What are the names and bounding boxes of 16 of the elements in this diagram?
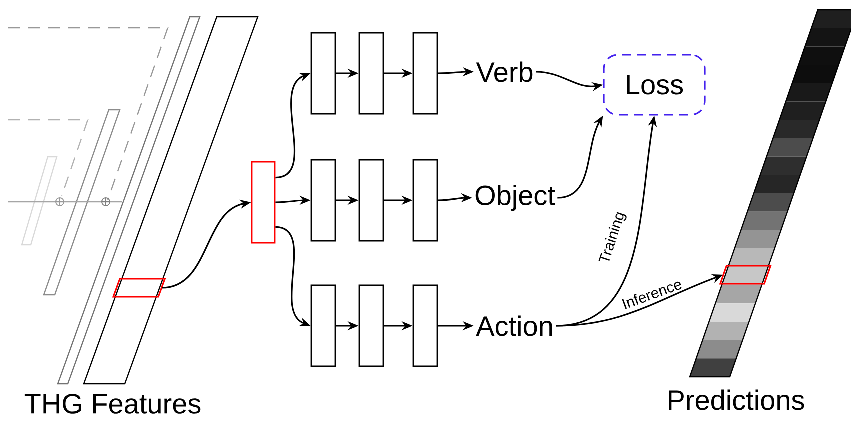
feature-box xyxy=(251,161,276,244)
loss-box: Loss xyxy=(603,54,706,116)
layer-box xyxy=(310,32,336,115)
layer-box xyxy=(358,284,384,368)
slab-label: THG Features xyxy=(24,394,201,414)
bar-label: Predictions xyxy=(669,390,804,410)
layer-box xyxy=(358,159,384,242)
layer-box xyxy=(310,284,336,368)
layer-box xyxy=(412,284,438,368)
output-label: Verb xyxy=(476,62,533,82)
layer-box xyxy=(358,32,384,115)
output-label: Action xyxy=(476,316,552,336)
layer-box xyxy=(412,32,438,115)
layer-box xyxy=(310,159,336,242)
output-label: Object xyxy=(476,184,556,212)
layer-box xyxy=(412,159,438,242)
